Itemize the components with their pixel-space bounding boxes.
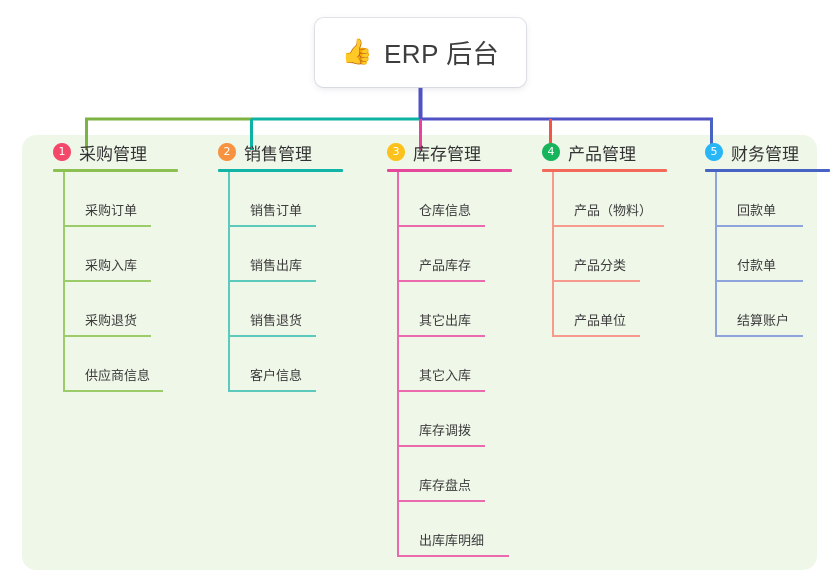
module-column-purchasing: 1 采购管理 采购订单 采购入库 采购退货 供应商信息 <box>38 135 198 392</box>
item-label: 采购入库 <box>85 258 138 273</box>
module-column-sales: 2 销售管理 销售订单 销售出库 销售退货 客户信息 <box>203 135 363 392</box>
list-item[interactable]: 产品分类 <box>552 227 640 282</box>
modules-panel <box>22 135 817 570</box>
module-header-finance[interactable]: 5 财务管理 <box>690 135 839 169</box>
list-item[interactable]: 采购入库 <box>63 227 151 282</box>
module-items-2: 销售订单 销售出库 销售退货 客户信息 <box>228 172 363 392</box>
item-label: 产品单位 <box>574 313 627 328</box>
module-badge-2: 2 <box>218 143 236 161</box>
module-header-product[interactable]: 4 产品管理 <box>527 135 687 169</box>
module-badge-1: 1 <box>53 143 71 161</box>
list-item[interactable]: 供应商信息 <box>63 337 163 392</box>
module-header-sales[interactable]: 2 销售管理 <box>203 135 363 169</box>
list-item[interactable]: 回款单 <box>715 172 803 227</box>
module-badge-5: 5 <box>705 143 723 161</box>
module-badge-3: 3 <box>387 143 405 161</box>
item-label: 回款单 <box>737 203 777 218</box>
module-items-1: 采购订单 采购入库 采购退货 供应商信息 <box>63 172 198 392</box>
module-title-2: 销售管理 <box>244 144 312 164</box>
item-label: 出库库明细 <box>419 533 485 548</box>
list-item[interactable]: 产品库存 <box>397 227 485 282</box>
list-item[interactable]: 产品单位 <box>552 282 640 337</box>
thumbs-up-icon: 👍 <box>341 38 373 66</box>
module-badge-4: 4 <box>542 143 560 161</box>
list-item[interactable]: 出库库明细 <box>397 502 509 557</box>
module-items-5: 回款单 付款单 结算账户 <box>715 172 839 337</box>
module-rule-5 <box>705 169 830 172</box>
root-node-content: 👍 ERP 后台 <box>342 34 499 71</box>
item-label: 供应商信息 <box>85 368 151 383</box>
module-column-inventory: 3 库存管理 仓库信息 产品库存 其它出库 其它入库 库存调拨 库存盘点 出库库… <box>372 135 532 557</box>
list-item[interactable]: 销售出库 <box>228 227 316 282</box>
item-label: 采购订单 <box>85 203 138 218</box>
module-column-finance: 5 财务管理 回款单 付款单 结算账户 <box>690 135 839 337</box>
module-items-4: 产品（物料） 产品分类 产品单位 <box>552 172 687 337</box>
item-label: 其它入库 <box>419 368 472 383</box>
item-label: 采购退货 <box>85 313 138 328</box>
list-item[interactable]: 付款单 <box>715 227 803 282</box>
module-header-purchasing[interactable]: 1 采购管理 <box>38 135 198 169</box>
list-item[interactable]: 仓库信息 <box>397 172 485 227</box>
module-columns: 1 采购管理 采购订单 采购入库 采购退货 供应商信息 2 销售管理 销售订单 … <box>0 135 839 570</box>
list-item[interactable]: 结算账户 <box>715 282 803 337</box>
item-label: 库存盘点 <box>419 478 472 493</box>
list-item[interactable]: 产品（物料） <box>552 172 664 227</box>
module-title-1: 采购管理 <box>79 144 147 164</box>
module-rule-1 <box>53 169 178 172</box>
item-label: 产品库存 <box>419 258 472 273</box>
item-label: 客户信息 <box>250 368 303 383</box>
item-label: 销售出库 <box>250 258 303 273</box>
list-item[interactable]: 其它出库 <box>397 282 485 337</box>
item-label: 销售退货 <box>250 313 303 328</box>
module-title-3: 库存管理 <box>413 144 481 164</box>
item-label: 库存调拨 <box>419 423 472 438</box>
list-item[interactable]: 库存调拨 <box>397 392 485 447</box>
list-item[interactable]: 库存盘点 <box>397 447 485 502</box>
item-label: 产品（物料） <box>574 203 653 218</box>
list-item[interactable]: 销售退货 <box>228 282 316 337</box>
module-rule-4 <box>542 169 667 172</box>
module-rule-3 <box>387 169 512 172</box>
item-label: 仓库信息 <box>419 203 472 218</box>
module-items-3: 仓库信息 产品库存 其它出库 其它入库 库存调拨 库存盘点 出库库明细 <box>397 172 532 557</box>
module-title-5: 财务管理 <box>731 144 799 164</box>
module-rule-2 <box>218 169 343 172</box>
item-label: 产品分类 <box>574 258 627 273</box>
list-item[interactable]: 销售订单 <box>228 172 316 227</box>
item-label: 销售订单 <box>250 203 303 218</box>
root-node-title: ERP 后台 <box>383 39 500 69</box>
item-label: 结算账户 <box>737 313 790 328</box>
module-column-product: 4 产品管理 产品（物料） 产品分类 产品单位 <box>527 135 687 337</box>
item-label: 付款单 <box>737 258 777 273</box>
list-item[interactable]: 采购退货 <box>63 282 151 337</box>
item-label: 其它出库 <box>419 313 472 328</box>
list-item[interactable]: 其它入库 <box>397 337 485 392</box>
list-item[interactable]: 客户信息 <box>228 337 316 392</box>
root-node-erp-backend[interactable]: 👍 ERP 后台 <box>315 18 526 87</box>
module-header-inventory[interactable]: 3 库存管理 <box>372 135 532 169</box>
module-title-4: 产品管理 <box>568 144 636 164</box>
list-item[interactable]: 采购订单 <box>63 172 151 227</box>
